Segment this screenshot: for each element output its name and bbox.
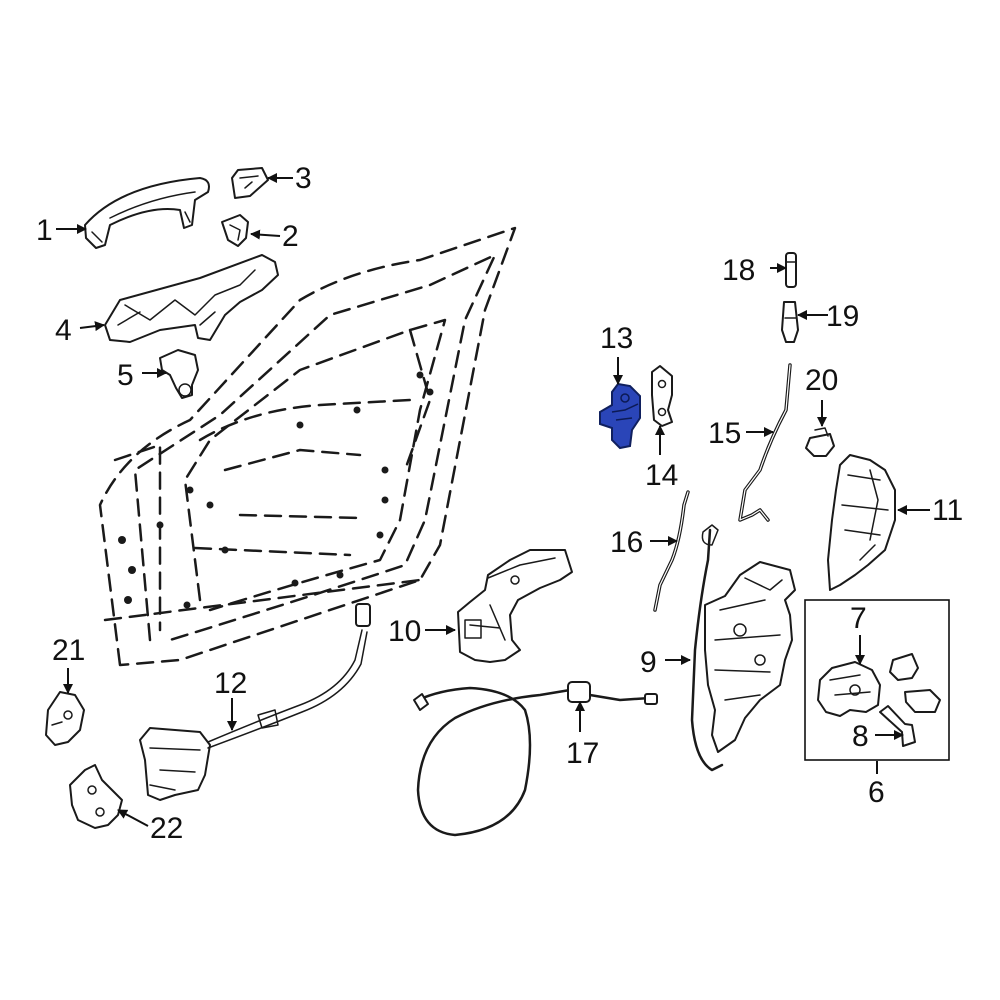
part-13-striker-plate-highlighted (599, 382, 641, 450)
callout-17: 17 (566, 737, 599, 770)
part-3-end-cap (231, 167, 269, 199)
callout-19: 19 (826, 300, 859, 333)
part-7-plug (889, 653, 919, 681)
door-frame-outline (98, 226, 517, 667)
callout-3: 3 (295, 162, 312, 195)
callout-14: 14 (645, 459, 678, 492)
part-20-grommet (805, 427, 835, 457)
part-19-knob (781, 301, 799, 343)
part-14-plate (651, 365, 673, 427)
part-9-door-latch (690, 524, 796, 772)
part-18-pin (785, 252, 797, 288)
callout-18: 18 (722, 254, 755, 287)
callout-16: 16 (610, 526, 643, 559)
part-7-cap (904, 689, 941, 713)
callout-15: 15 (708, 417, 741, 450)
callout-11: 11 (932, 494, 963, 527)
part-22-hinge-bracket (69, 764, 123, 829)
part-7-lock-assembly (817, 661, 881, 717)
part-21-bracket (45, 691, 85, 746)
kit-box-6 (804, 599, 950, 761)
callout-9: 9 (640, 646, 657, 679)
callout-21: 21 (52, 634, 85, 667)
callout-12: 12 (214, 667, 247, 700)
part-16-rod (653, 490, 690, 612)
callout-2: 2 (282, 220, 299, 253)
part-12-actuator-cable (139, 603, 371, 801)
part-1-outside-handle (84, 177, 210, 249)
part-11-cover (827, 454, 896, 591)
part-2-clip (221, 214, 249, 247)
part-17-cable (413, 681, 658, 837)
callout-6: 6 (868, 776, 885, 809)
part-8-key-blade (879, 705, 916, 747)
callout-labels: 1 2 3 4 5 6 7 8 9 10 11 12 13 14 15 16 1… (36, 162, 963, 845)
part-15-rod (738, 363, 792, 522)
part-10-latch-bracket (457, 549, 573, 663)
callout-10: 10 (388, 615, 421, 648)
callout-7: 7 (850, 602, 867, 635)
part-5-lock-cylinder (159, 349, 199, 399)
callout-5: 5 (117, 359, 134, 392)
callout-1: 1 (36, 214, 53, 247)
callout-20: 20 (805, 364, 838, 397)
callout-8: 8 (852, 720, 869, 753)
callout-13: 13 (600, 322, 633, 355)
part-4-handle-bracket (104, 254, 279, 343)
callout-4: 4 (55, 314, 72, 347)
callout-leaders (56, 173, 930, 827)
callout-22: 22 (150, 812, 183, 845)
